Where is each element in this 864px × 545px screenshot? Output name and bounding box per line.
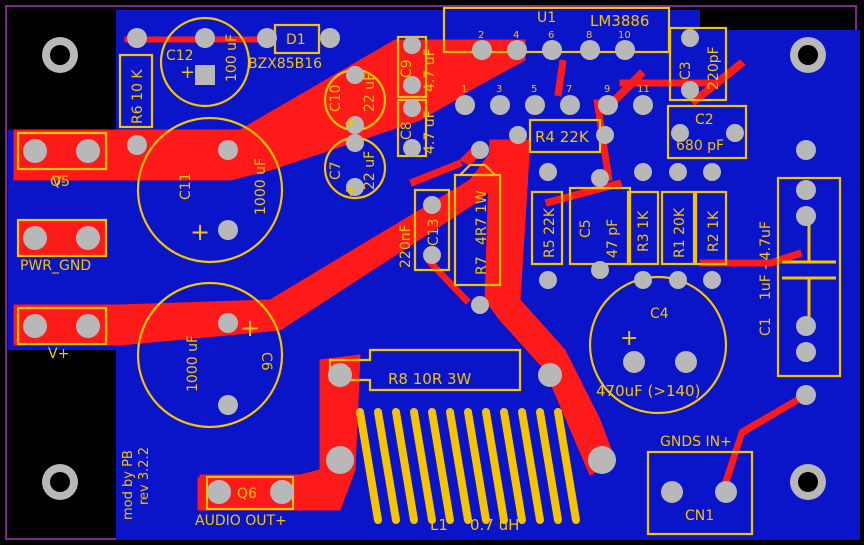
c3-ref: C3	[678, 61, 694, 80]
c7-value: 22 uF	[362, 151, 378, 190]
u1-pin-8: 8	[586, 30, 592, 41]
c1-ref: C1	[758, 317, 774, 336]
q2-net: PWR_GND	[20, 258, 91, 274]
r4-label: R4 22K	[535, 128, 590, 146]
c2-ref: C2	[695, 112, 714, 128]
r7-outline	[453, 163, 502, 287]
r2-outline	[694, 190, 728, 266]
u1-pin-9: 9	[604, 84, 610, 95]
q6-net: AUDIO OUT+	[195, 513, 287, 529]
c9-ref: C9	[399, 59, 415, 78]
u1-pin-2: 2	[478, 30, 484, 41]
c5-value: 47 pF	[605, 219, 621, 258]
c4-value: 470uF (>140)	[596, 382, 700, 400]
u1-pin-7: 7	[566, 84, 572, 95]
r6-label: R6 10 K	[130, 69, 146, 124]
pads	[23, 28, 816, 504]
u1-pin-5: 5	[531, 84, 537, 95]
r6-outline	[118, 53, 154, 129]
q5-net: V-	[52, 174, 66, 190]
l1-winding	[356, 408, 580, 524]
u1-pin-6: 6	[548, 30, 554, 41]
c6-ref: C6	[258, 352, 274, 371]
c2-value: 680 pF	[676, 138, 724, 154]
c6-plus: +	[240, 314, 260, 342]
q4-net: V+	[48, 346, 69, 362]
c5-ref: C5	[578, 219, 594, 238]
q5-outline	[16, 131, 108, 171]
r3-label: R3 1K	[636, 210, 652, 252]
c3-value: 220pF	[706, 46, 722, 90]
c2-outline	[666, 104, 748, 160]
u1-pin-3: 3	[496, 84, 502, 95]
c11-ref: C11	[178, 172, 194, 200]
r7-value: 4R7 1W	[474, 190, 490, 245]
c7-plus: +	[344, 181, 357, 200]
c10-plus: +	[344, 113, 357, 132]
c8-value: 4.7 uF	[422, 110, 438, 154]
credit-author: mod by PB	[121, 450, 136, 520]
u1-pin-10: 10	[618, 30, 631, 41]
c9-value: 4.7 uF	[422, 48, 438, 92]
c4-ref: C4	[650, 306, 669, 322]
c4-outline	[588, 275, 728, 415]
trace-signal	[409, 159, 463, 187]
c12-outline	[159, 16, 251, 108]
trace-signal	[689, 59, 746, 106]
u1-ref: U1	[537, 10, 556, 26]
c10-ref: C10	[328, 84, 344, 112]
credit-revision: rev 3.2.2	[137, 447, 152, 505]
u1-pin-4: 4	[513, 30, 519, 41]
c6-outline	[136, 281, 284, 429]
q4-outline	[16, 306, 108, 346]
q5-ref: Q5	[50, 174, 70, 190]
c13-value: 220nF	[398, 224, 414, 268]
r7-ref: R7	[474, 256, 490, 275]
c12-ref: C12	[166, 48, 194, 64]
l1-value: 0.7 uH	[470, 516, 519, 534]
q6-ref: Q6	[237, 486, 257, 502]
r8-label: R8 10R 3W	[388, 370, 472, 388]
c13-outline	[413, 188, 451, 272]
c3-outline	[668, 26, 728, 102]
cn1-ref: CN1	[685, 508, 714, 524]
silkscreen-outlines	[16, 6, 842, 536]
u1-pin-1: 1	[461, 84, 467, 95]
r5-outline	[530, 190, 564, 266]
q2-outline	[16, 218, 108, 258]
r3-outline	[626, 190, 660, 266]
c7-ref: C7	[328, 161, 344, 180]
c8-ref: C8	[399, 121, 415, 140]
c12-plus: +	[180, 62, 195, 83]
l1-ref: L1	[430, 516, 448, 534]
u1-part: LM3886	[590, 12, 649, 30]
c11-value: 1000 uF	[253, 158, 269, 215]
c12-value: 100 uF	[224, 34, 240, 82]
cn1-net: GNDS IN+	[660, 434, 732, 450]
r2-label: R2 1K	[706, 210, 722, 252]
u1-pin-11: 11	[637, 84, 650, 95]
c1-value: 1uF - 4.7uF	[758, 221, 774, 300]
c11-outline	[136, 116, 284, 264]
d1-ref: D1	[286, 32, 306, 48]
r1-outline	[660, 190, 696, 266]
c1-outline	[776, 176, 842, 378]
c4-plus: +	[620, 326, 638, 351]
silkscreen-text: U1 LM3886 2 4 6 8 10 1 3 5 7 9 11 D1 BZX…	[20, 10, 774, 534]
r1-label: R1 20K	[672, 207, 688, 258]
c6-value: 1000 uF	[185, 335, 201, 392]
r5-label: R5 22K	[542, 207, 558, 258]
d1-part: BZX85B16	[248, 56, 322, 72]
c10-value: 22 uF	[362, 73, 378, 112]
cn1-outline	[646, 450, 754, 536]
c11-plus: +	[190, 218, 210, 246]
c13-ref: C13	[426, 218, 442, 246]
trace-signal	[554, 59, 567, 97]
c1-symbol	[782, 220, 836, 320]
